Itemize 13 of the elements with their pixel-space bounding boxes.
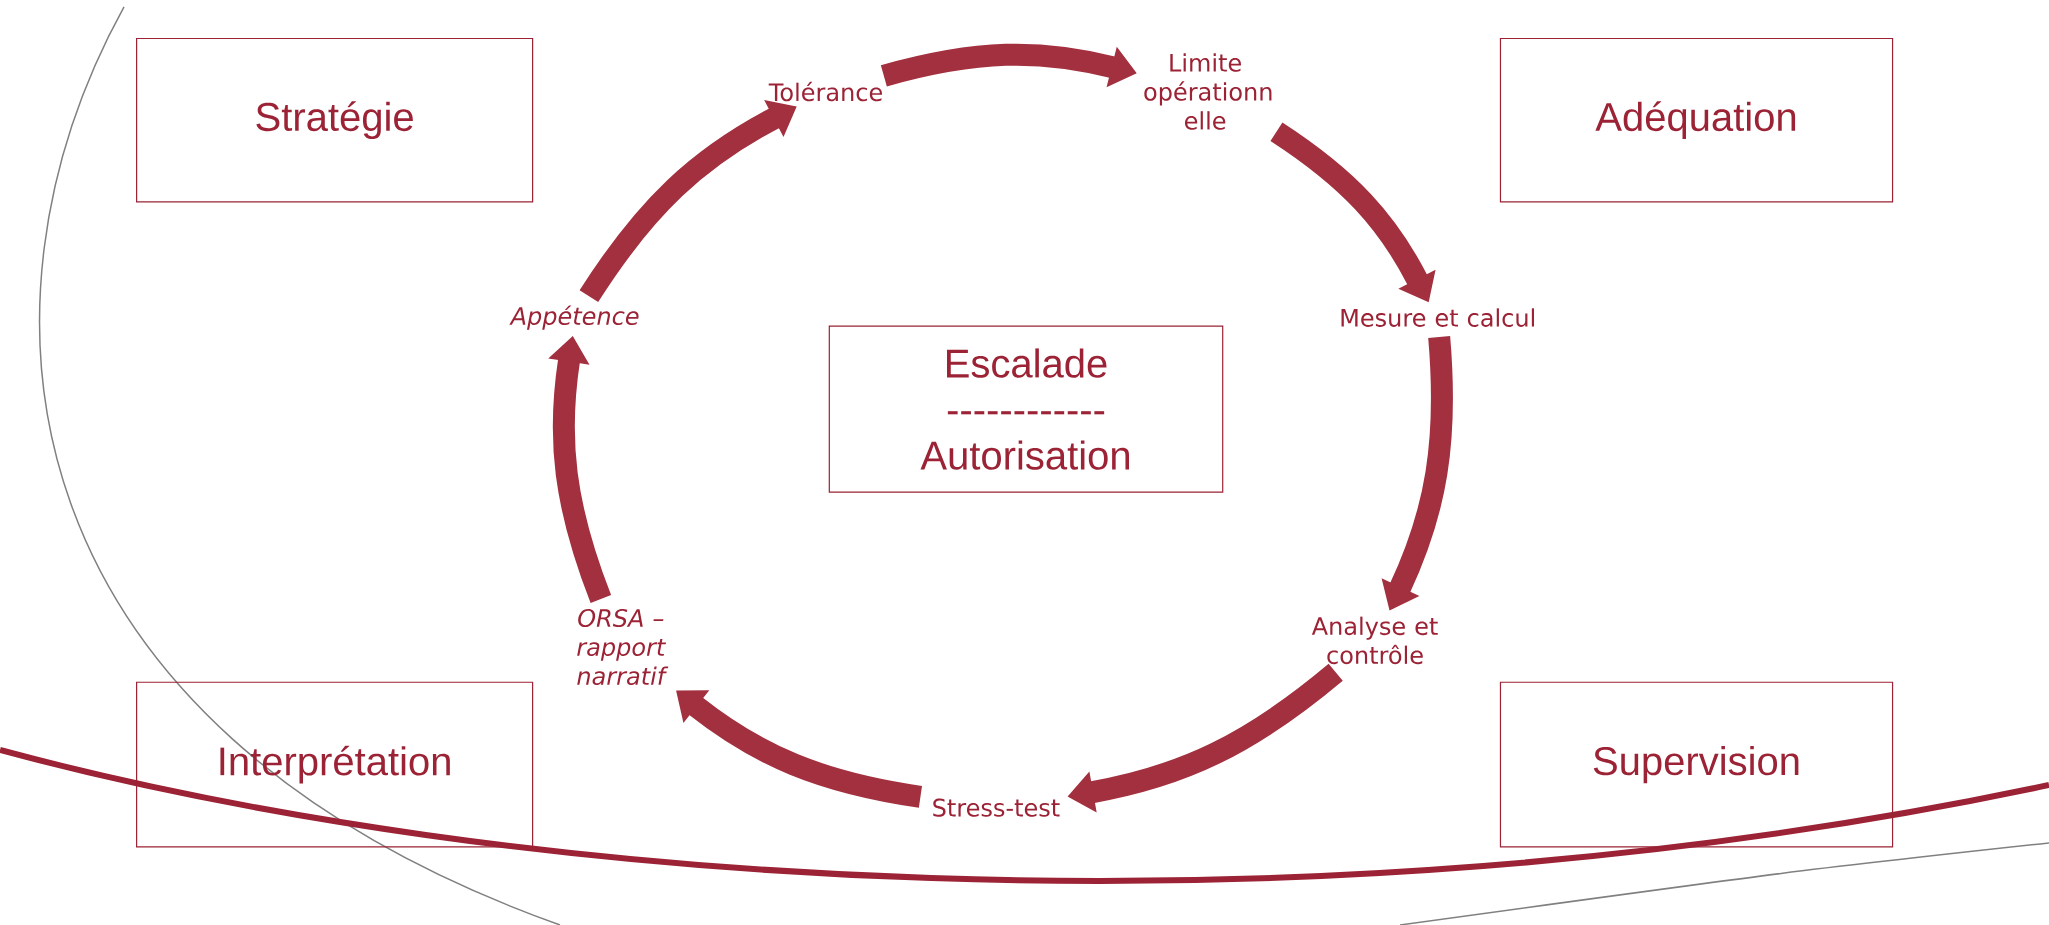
label-box: Interprétation (136, 681, 534, 848)
arrow (676, 690, 923, 808)
label-box: Stratégie (136, 37, 534, 203)
step-label: Appétence (509, 305, 639, 330)
label-box: Supervision (1499, 681, 1894, 848)
step-label: Tolérance (768, 81, 882, 102)
step-label: ORSA – rapport narratif (577, 608, 669, 686)
step-label: Analyse et contrôle (1311, 616, 1438, 665)
step-label: Limite opérationn elle (1144, 53, 1272, 130)
step-label: Stress-test (933, 798, 1060, 817)
label-box: Adéquation (1499, 37, 1894, 203)
label-box: Escalade ------------ Autorisation (828, 325, 1224, 493)
step-label: Mesure et calcul (1341, 308, 1534, 327)
